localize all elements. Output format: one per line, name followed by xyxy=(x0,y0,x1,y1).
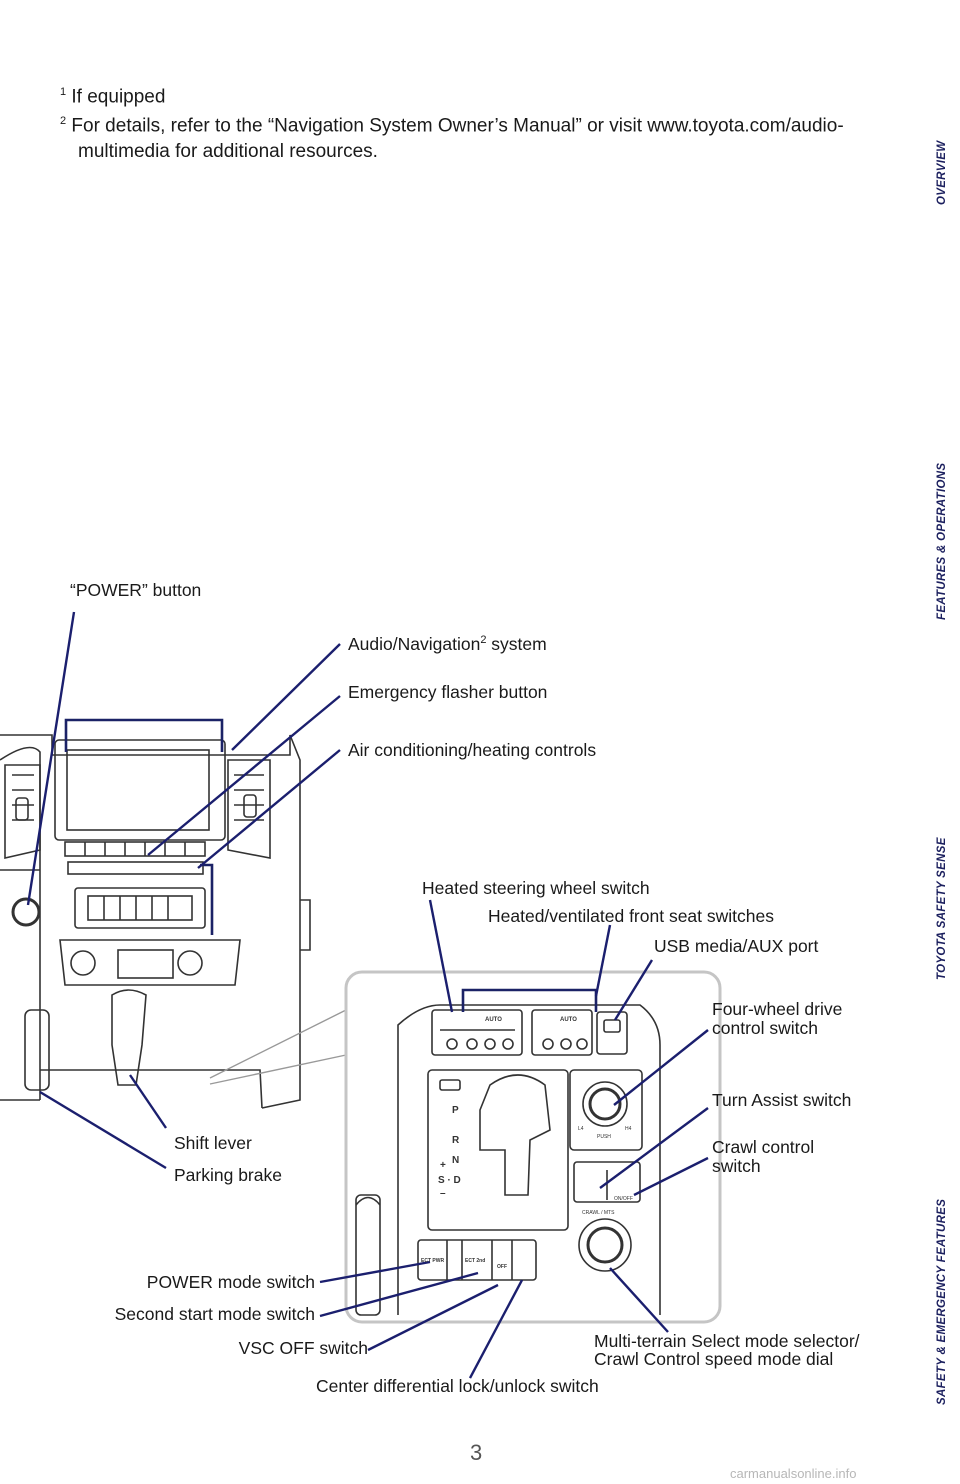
tab-overview[interactable]: OVERVIEW xyxy=(936,140,948,205)
label-usb-port: USB media/AUX port xyxy=(654,936,819,956)
dial-push: PUSH xyxy=(597,1134,611,1140)
tab-safety-emergency[interactable]: SAFETY & EMERGENCY FEATURES xyxy=(936,1198,948,1405)
tab-features-operations[interactable]: FEATURES & OPERATIONS xyxy=(936,462,948,620)
sidebar: OVERVIEW FEATURES & OPERATIONS TOYOTA SA… xyxy=(928,0,960,1484)
footnote-2: 2 For details, refer to the “Navigation … xyxy=(60,109,860,163)
tab-toyota-safety-sense[interactable]: TOYOTA SAFETY SENSE xyxy=(936,837,948,980)
label-line: Crawl control xyxy=(712,1137,815,1157)
gear-plus: + xyxy=(440,1160,446,1171)
label-heated-seats: Heated/ventilated front seat switches xyxy=(488,906,774,926)
label-parking-brake: Parking brake xyxy=(174,1165,282,1185)
gear-r: R xyxy=(452,1135,460,1146)
gear-sd: S · D xyxy=(438,1175,461,1186)
label-power-mode: POWER mode switch xyxy=(146,1272,315,1292)
footnote-1: 1 If equipped xyxy=(60,80,860,109)
onoff-marking: ON/OFF xyxy=(614,1196,633,1202)
gear-n: N xyxy=(452,1155,459,1166)
label-audio-nav-suffix: system xyxy=(486,633,547,654)
footnote-text: If equipped xyxy=(66,86,166,108)
label-power-button: “POWER” button xyxy=(70,580,202,600)
gear-minus: – xyxy=(440,1188,446,1199)
ect-2nd-marking: ECT 2nd xyxy=(465,1258,485,1264)
watermark: carmanualsonline.info xyxy=(730,1466,857,1481)
label-turn-assist: Turn Assist switch xyxy=(712,1090,852,1110)
label-line: Multi-terrain Select mode selector/ xyxy=(594,1331,860,1351)
label-second-start: Second start mode switch xyxy=(114,1304,315,1324)
crawl-mts-marking: CRAWL / MTS xyxy=(582,1210,615,1216)
dial-h4: H4 xyxy=(625,1126,632,1132)
label-line: Crawl Control speed mode dial xyxy=(594,1349,834,1369)
label-audio-nav-text: Audio/Navigation xyxy=(348,633,481,654)
label-vsc-off: VSC OFF switch xyxy=(238,1338,368,1358)
footnote-mark: 2 xyxy=(60,115,67,128)
label-line: control switch xyxy=(712,1018,819,1038)
footnotes: 1 If equipped 2 For details, refer to th… xyxy=(60,80,860,164)
label-air-conditioning: Air conditioning/heating controls xyxy=(348,740,597,760)
label-center-differential: Center differential lock/unlock switch xyxy=(316,1376,599,1396)
dial-l4: L4 xyxy=(578,1126,584,1132)
off-marking: OFF xyxy=(497,1264,507,1270)
page-number: 3 xyxy=(470,1440,483,1465)
label-multi-terrain: Multi-terrain Select mode selector/Crawl… xyxy=(594,1332,860,1368)
label-heated-steering: Heated steering wheel switch xyxy=(422,878,650,898)
auto-marking-left: AUTO xyxy=(485,1017,502,1023)
footnote-mark: 1 xyxy=(60,86,67,98)
label-audio-nav-sup: 2 xyxy=(480,634,487,646)
ect-pwr-marking: ECT PWR xyxy=(421,1258,444,1264)
gear-p: P xyxy=(452,1105,459,1116)
label-line: switch xyxy=(712,1156,761,1176)
label-line: Four-wheel drive xyxy=(712,999,843,1019)
footnote-text: For details, refer to the “Navigation Sy… xyxy=(66,115,844,162)
label-audio-navigation: Audio/Navigation2 system xyxy=(348,630,547,654)
label-shift-lever: Shift lever xyxy=(174,1133,252,1153)
label-emergency-flasher: Emergency flasher button xyxy=(348,682,548,702)
auto-marking-right: AUTO xyxy=(560,1017,577,1023)
console-illustration: AUTO AUTO P R N S · D + – L4 H4 PUSH ON/… xyxy=(0,611,722,1379)
